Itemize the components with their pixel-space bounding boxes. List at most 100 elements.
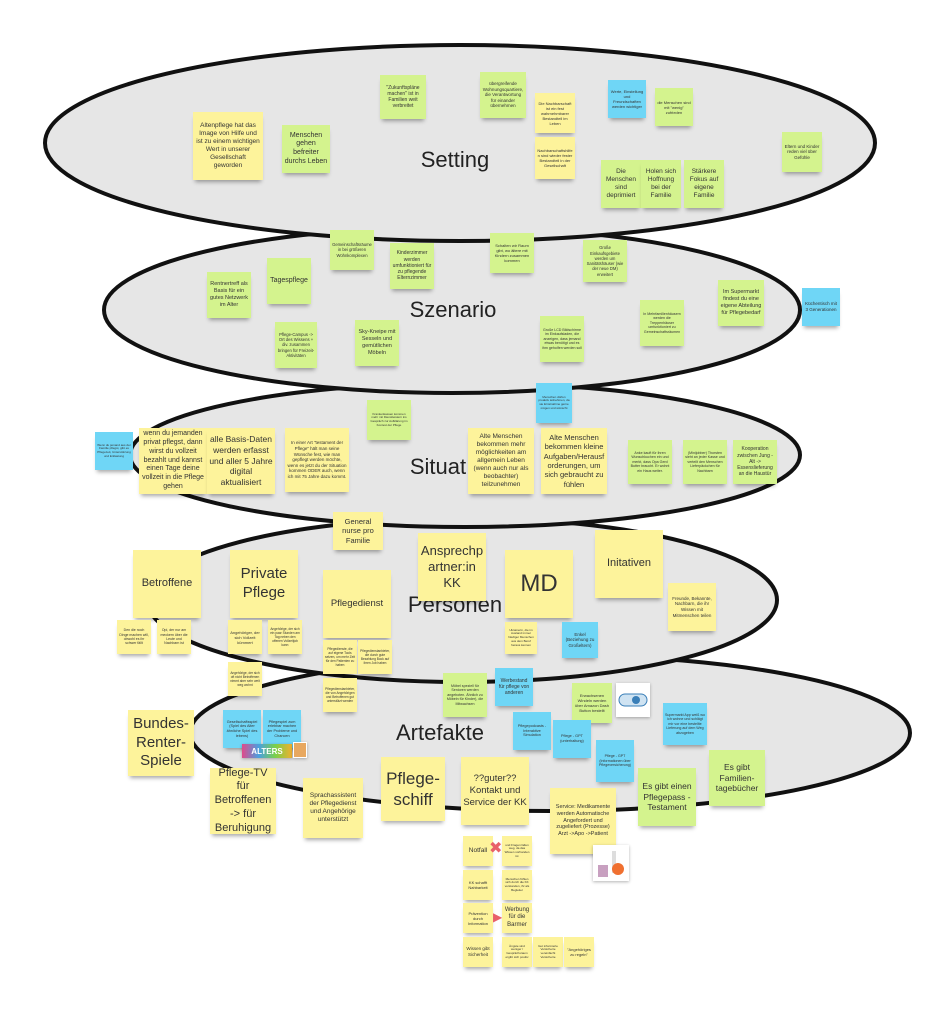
sticky-note-text: Pflegedienst	[330, 598, 384, 610]
sticky-note-situat[interactable]: Krankenkassen kommen mehr mit Dienstleis…	[367, 400, 411, 440]
sticky-note-text: Pflege - GPT (unterhaltung)	[560, 734, 584, 743]
sticky-note-setting[interactable]: Die Menschen sind deprimiert	[601, 160, 641, 208]
sticky-note-text: General nurse pro Familie	[342, 516, 374, 545]
sticky-note-szenario[interactable]: Große LCD Bildschirme im Einkaufsladen, …	[540, 316, 584, 362]
sticky-note-situat[interactable]: Wenn du jemand aus der Familie pflegst, …	[95, 432, 133, 470]
sticky-note-situat[interactable]: wenn du jemanden privat pflegst, dann wi…	[139, 428, 207, 494]
sticky-note-text: Prävention durch Information	[467, 910, 488, 926]
sticky-note-szenario[interactable]: Küchentisch mit 3 Generationen	[802, 288, 840, 326]
sticky-note-artefakte[interactable]: Pflegepodcasts - Interaktive Simulation	[513, 712, 551, 750]
sticky-note-kk-details[interactable]: KK schafft Nahbarkeit	[463, 870, 493, 900]
sticky-note-artefakte[interactable]: Gesellschaftsspiel (Spiel des Alter ähnl…	[223, 710, 261, 748]
sticky-note-setting[interactable]: Die Nachbarschaft ist ein fest wahrnehmb…	[535, 93, 575, 133]
sticky-note-personen[interactable]: Pflegedienst	[323, 570, 391, 638]
sticky-note-szenario[interactable]: Schalten wir Raum gibt, wo ältere mit Ki…	[490, 233, 534, 273]
sticky-note-artefakte[interactable]: Pflege-TV für Betroffenen -> für Beruhig…	[210, 768, 276, 834]
sticky-note-personen[interactable]: Den die noch Dinge machen will, obwohl e…	[117, 620, 151, 654]
sticky-note-setting[interactable]: übergreifende Wohnungsquartiere, die Ver…	[480, 72, 526, 118]
sticky-note-artefakte[interactable]: Sprachassistent der Pflegedienst und Ang…	[303, 778, 363, 838]
sticky-note-artefakte[interactable]: Service: Medikamente werden Automatische…	[550, 788, 616, 854]
sticky-note-artefakte[interactable]: Pflege - GPT (Informationen über Pflegev…	[596, 740, 634, 782]
sticky-note-setting[interactable]: die Menschen sind mit "wenig" zufrieden	[655, 88, 693, 126]
sticky-note-situat[interactable]: Alte Menschen bekommen mehr möglichkeite…	[468, 428, 534, 494]
sticky-note-situat[interactable]: Menschen dürfen proaktiv teilnehmen, da …	[536, 383, 572, 423]
sticky-note-kk-details[interactable]: Werbung für die Barmer	[502, 903, 532, 933]
sticky-note-personen[interactable]: Freunde, Bekannte, Nachbarn, die ihr Wis…	[668, 583, 716, 631]
sticky-note-personen[interactable]: Pflegedienstanbieter, die durch gute Bez…	[358, 640, 392, 674]
sticky-note-kk-details[interactable]: und Fragen fallen weg, da das Wissen vor…	[502, 836, 532, 866]
sticky-note-setting[interactable]: Stärkere Fokus auf eigene Familie	[684, 160, 724, 208]
sticky-note-text: ??guter?? Kontakt und Service der KK	[463, 773, 527, 808]
sticky-note-personen[interactable]: Pflegedienstanbieter, die von Angehörige…	[323, 678, 357, 712]
sticky-note-text: Service: Medikamente werden Automatische…	[555, 803, 611, 838]
sticky-note-personen[interactable]: MD	[505, 550, 573, 618]
sticky-note-personen[interactable]: Angehörige, der sich ein paar Stunden am…	[268, 620, 302, 654]
sticky-note-personen[interactable]: Ukrainerin, die im Ausland immer häufige…	[505, 622, 537, 654]
sticky-note-setting[interactable]: Altenpflege hat das Image von Hilfe und …	[193, 112, 263, 180]
sticky-note-artefakte[interactable]: Pflege-schiff	[381, 757, 445, 821]
dash-button-image[interactable]	[616, 683, 650, 717]
sticky-note-situat[interactable]: (Minijobber) Thorsten sieht an jeder Kas…	[683, 440, 727, 484]
sticky-note-situat[interactable]: alle Basis-Daten werden erfasst und alle…	[207, 428, 275, 494]
game-box-image[interactable]	[293, 742, 307, 758]
sticky-note-kk-details[interactable]: Prävention durch Information	[463, 903, 493, 933]
sticky-note-kk-details[interactable]: "Angehöriges zu regeln"	[564, 937, 594, 967]
medication-image[interactable]	[593, 845, 629, 881]
sticky-note-setting[interactable]: "Zukunftspläne machen" ist in Familien w…	[380, 75, 426, 119]
sticky-note-text: Werbestand für pflege von anderen	[498, 677, 530, 697]
sticky-note-artefakte[interactable]: Es gibt einen Pflegepass - Testament	[638, 768, 696, 826]
sticky-note-artefakte[interactable]: Bundes-Renter-Spiele	[128, 710, 194, 776]
sticky-note-kk-details[interactable]: Wissen gibt Sicherheit	[463, 937, 493, 967]
sticky-note-szenario[interactable]: Tagespflege	[267, 258, 311, 304]
sticky-note-artefakte[interactable]: Möbel speziell für Senioren werden angeb…	[443, 673, 487, 717]
sticky-note-szenario[interactable]: Sky-Kneipe mit Sesseln und gemütlichen M…	[355, 320, 399, 366]
sticky-note-text: Opi, der nur am meckern über die Leute u…	[160, 628, 188, 646]
sticky-note-personen[interactable]: Pflegedienste, die auf eigene Tools setz…	[323, 640, 357, 674]
ring-setting	[43, 43, 877, 243]
sticky-note-text: Initativen	[606, 557, 652, 570]
sticky-note-setting[interactable]: Holen sich Hoffnung bei der Familie	[641, 160, 681, 208]
sticky-note-szenario[interactable]: Rentnertreff als Basis für ein gutes Net…	[207, 272, 251, 318]
sticky-note-situat[interactable]: Anke kauft für ihren Wunschkuchen ein un…	[628, 440, 672, 484]
sticky-note-artefakte[interactable]: ??guter?? Kontakt und Service der KK	[461, 757, 529, 825]
sticky-note-szenario[interactable]: Im Supermarkt findest du eine eigene Abt…	[718, 280, 764, 326]
sticky-note-kk-details[interactable]: Gut informierte Versicherte vereinfacht …	[533, 937, 563, 967]
sticky-note-personen[interactable]: Opi, der nur am meckern über die Leute u…	[157, 620, 191, 654]
sticky-note-setting[interactable]: Nachbarschaftshilfen sind wieder fester …	[535, 137, 575, 179]
sticky-note-szenario[interactable]: Gemeinschaftsräume in bei größeren Wohnk…	[330, 230, 374, 270]
sticky-note-personen[interactable]: Enkel (Beziehung zu Großeltern)	[562, 622, 598, 658]
alters-game-logo[interactable]: ALTERS	[242, 744, 292, 758]
sticky-note-personen[interactable]: Angehörige, der sich oft nicht Betroffen…	[228, 662, 262, 696]
sticky-note-situat[interactable]: Kooperation zwischen Jung - Alt -> Essen…	[733, 440, 777, 484]
sticky-note-setting[interactable]: Menschen gehen befreiter durchs Leben	[282, 125, 330, 173]
sticky-note-setting[interactable]: Werte, Einstellung und Freundschaften we…	[608, 80, 646, 118]
sticky-note-setting[interactable]: Eltern und Kinder reden viel über Gefühl…	[782, 132, 822, 172]
sticky-note-personen[interactable]: Betroffene	[133, 550, 201, 618]
game-box-icon	[294, 743, 306, 757]
sticky-note-personen[interactable]: Angehöriger, der sich Vollzeit kümmert	[228, 620, 262, 654]
sticky-note-text: Menschen fühlen sich durch die KK versta…	[504, 876, 530, 892]
sticky-note-artefakte[interactable]: Werbestand für pflege von anderen	[495, 668, 533, 706]
sticky-note-artefakte[interactable]: Pflegespiel zum erlebbar machen der Prob…	[263, 710, 301, 748]
sticky-note-personen[interactable]: Ansprechpartner:in KK	[418, 533, 486, 601]
sticky-note-artefakte[interactable]: Es gibt Familien-tagebücher	[709, 750, 765, 806]
sticky-note-artefakte[interactable]: Pflege - GPT (unterhaltung)	[553, 720, 591, 758]
sticky-note-kk-details[interactable]: Ängste sind weniger / Gesprächsraum ergi…	[502, 937, 532, 967]
sticky-note-situat[interactable]: In einer Art "testament der Pflege" hält…	[285, 428, 349, 492]
sticky-note-artefakte[interactable]: Erwachsenen Windeln werden über Amazon D…	[572, 683, 612, 723]
sticky-note-kk-details[interactable]: Menschen fühlen sich durch die KK versta…	[502, 870, 532, 900]
sticky-note-szenario[interactable]: Große Einkaufsgebiete werden um Sanitäts…	[583, 240, 627, 282]
sticky-note-szenario[interactable]: Pflege-Campus -> Ort des Wissens + div. …	[275, 322, 317, 368]
sticky-note-text: Gemeinschaftsräume in bei größeren Wohnk…	[332, 242, 372, 258]
sticky-note-szenario[interactable]: In Mehrfamilienhäusern werden die Treppe…	[640, 300, 684, 346]
sticky-note-situat[interactable]: Alte Menschen bekommen kleine Aufgaben/H…	[541, 428, 607, 494]
sticky-note-personen[interactable]: Private Pflege	[230, 550, 298, 618]
sticky-note-kk-details[interactable]: Notfall	[463, 836, 493, 866]
sticky-note-text: Sprachassistent der Pflegedienst und Ang…	[309, 791, 357, 824]
sticky-note-personen[interactable]: General nurse pro Familie	[333, 512, 383, 550]
sticky-note-personen[interactable]: Initativen	[595, 530, 663, 598]
sticky-note-text: "Angehöriges zu regeln"	[567, 947, 591, 957]
sticky-note-szenario[interactable]: Kinderzimmer werden umfunktioniert für z…	[390, 243, 434, 289]
sticky-note-artefakte[interactable]: Supermarkt App weiß wo ich wohne und sch…	[663, 703, 707, 745]
